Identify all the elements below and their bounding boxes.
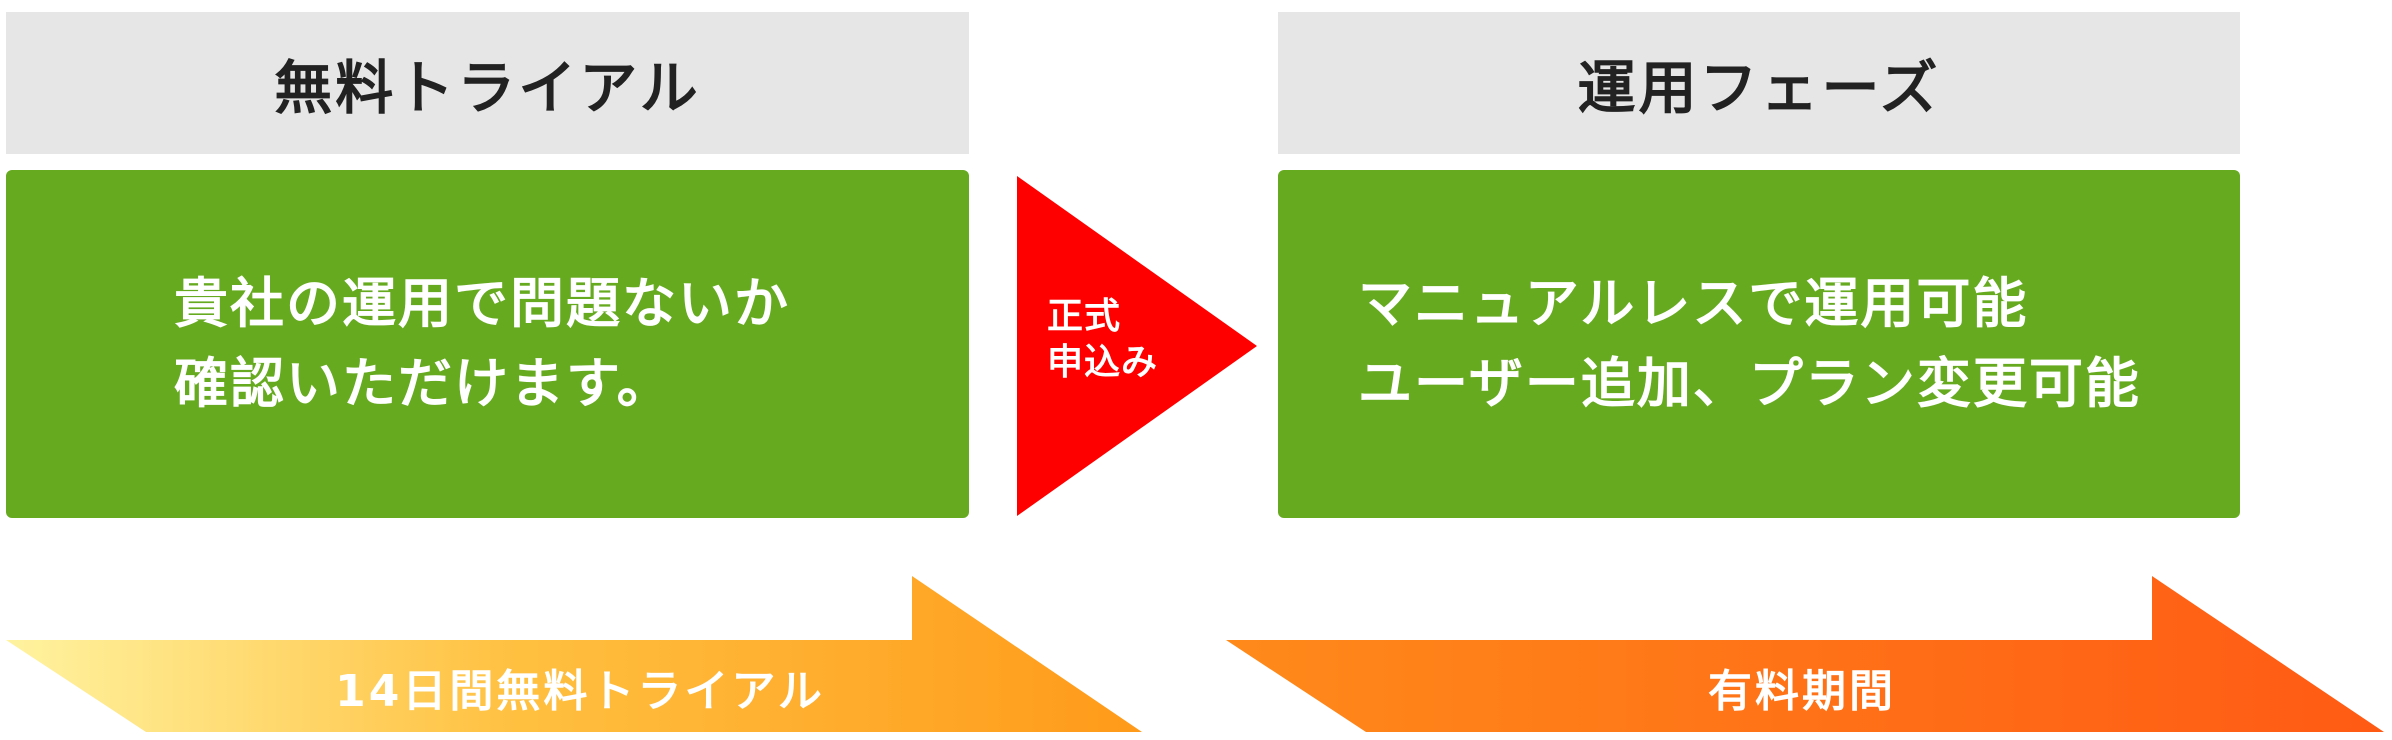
formal-application-arrow: 正式 申込み <box>1017 176 1257 516</box>
trial-period-label: 14日間無料トライアル <box>335 666 825 717</box>
trial-phase-header: 無料トライアル <box>6 12 969 154</box>
trial-description-line-2: 確認いただけます。 <box>174 352 673 415</box>
trial-period-arrow: 14日間無料トライアル <box>0 574 1150 734</box>
operation-phase-box: マニュアルレスで運用可能 ユーザー追加、プラン変更可能 <box>1278 170 2240 518</box>
trial-period-arrow-shape <box>6 576 1142 732</box>
formal-application-label-line-1: 正式 <box>1047 296 1122 337</box>
operation-description-line-1: マニュアルレスで運用可能 <box>1358 272 2029 335</box>
paid-period-arrow-shape <box>1226 576 2384 732</box>
paid-period-label: 有料期間 <box>1708 666 1896 717</box>
operation-phase-header: 運用フェーズ <box>1278 12 2240 154</box>
trial-phase-box: 貴社の運用で問題ないか 確認いただけます。 <box>6 170 969 518</box>
paid-period-arrow: 有料期間 <box>1222 574 2392 734</box>
trial-description-line-1: 貴社の運用で問題ないか <box>174 272 790 335</box>
formal-application-label-line-2: 申込み <box>1047 342 1159 383</box>
right-triangle-icon <box>1017 176 1257 516</box>
formal-application-label: 正式 申込み <box>1047 294 1158 386</box>
operation-description-line-2: ユーザー追加、プラン変更可能 <box>1358 352 2141 415</box>
